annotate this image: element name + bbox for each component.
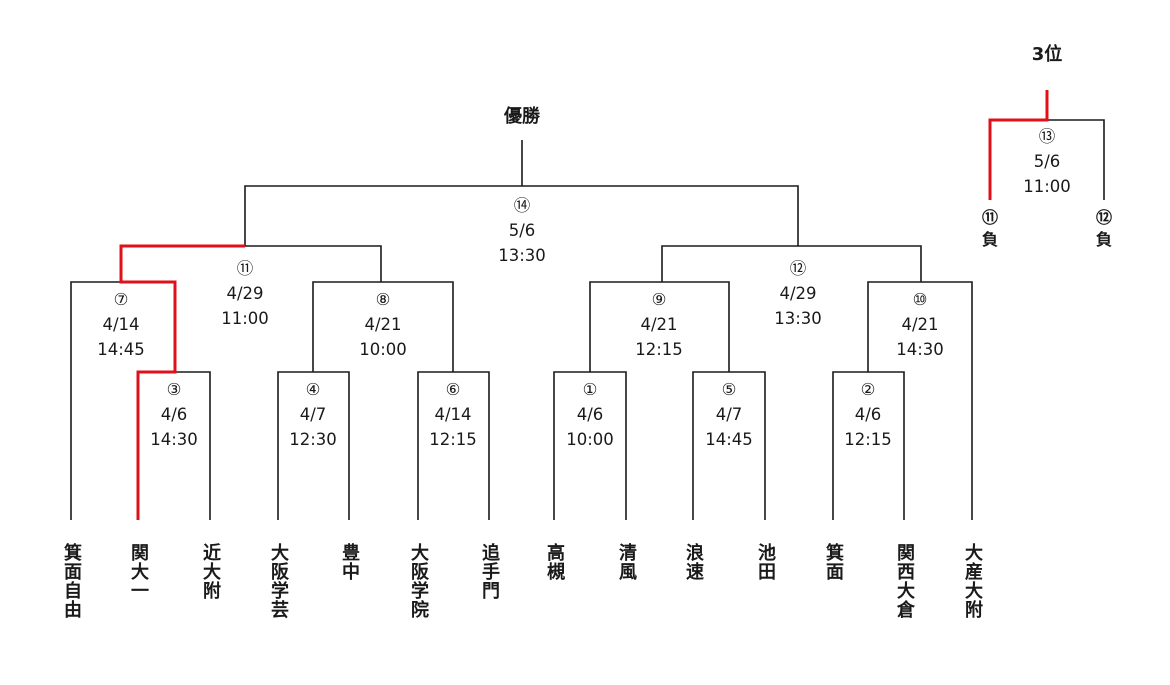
third-place-title: 3位 [1031, 44, 1063, 65]
champion-title: 優勝 [504, 106, 540, 127]
team-osaka-gakugei: 大阪学芸 [268, 543, 289, 619]
team-kandaiichi: 関大一 [128, 543, 149, 600]
winner-path-third-place [988, 90, 1049, 200]
team-seifu: 清風 [616, 543, 637, 581]
team-otemon: 追手門 [479, 543, 500, 600]
team-osaka-gakuin: 大阪学院 [408, 543, 429, 619]
team-daisandaifu: 大産大附 [962, 543, 983, 619]
team-minoh-jiyu: 箕面自由 [61, 543, 82, 619]
team-kindaifu: 近大附 [200, 543, 221, 600]
team-takatsuki: 高槻 [544, 543, 565, 581]
team-naniwa: 浪速 [683, 543, 704, 581]
team-ikeda: 池田 [755, 543, 776, 581]
team-kansai-okura: 関西大倉 [894, 543, 915, 619]
bracket-line-g8 [312, 281, 454, 372]
team-minoh: 箕面 [823, 543, 844, 581]
bracket-line-g9 [589, 281, 730, 372]
winner-path-kandaiichi [119, 244, 245, 520]
team-toyonaka: 豊中 [339, 543, 360, 581]
bracket-line-g12 [661, 245, 922, 282]
bracket-line-g10 [867, 281, 973, 520]
